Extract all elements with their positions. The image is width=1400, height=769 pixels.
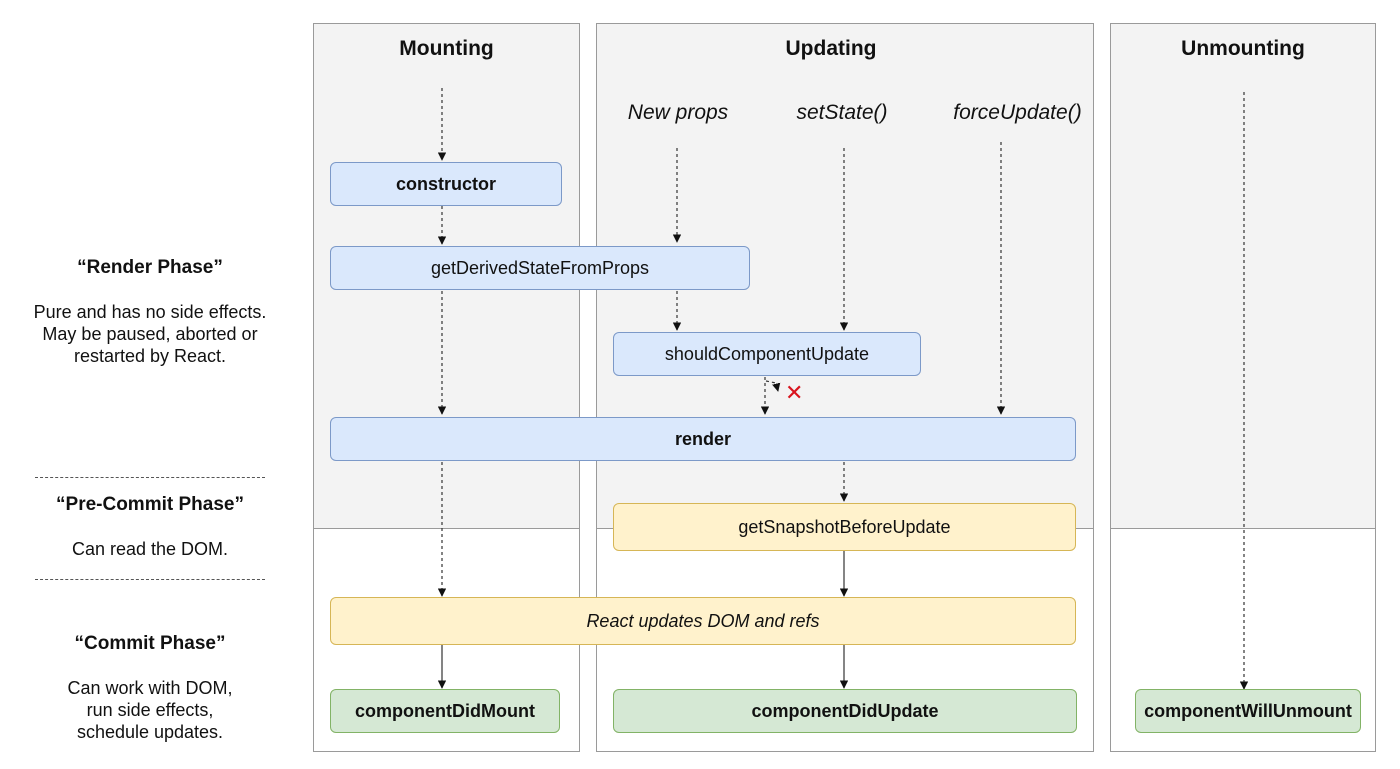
commit-phase-line: run side effects, bbox=[86, 700, 214, 720]
commit-phase-line: schedule updates. bbox=[76, 722, 224, 742]
render-phase-description: Pure and has no side effects. May be pau… bbox=[0, 301, 300, 367]
component-will-unmount-box: componentWillUnmount bbox=[1135, 689, 1361, 733]
constructor-box: constructor bbox=[330, 162, 562, 206]
render-phase-line: May be paused, aborted or bbox=[42, 324, 258, 344]
unmounting-title: Unmounting bbox=[1181, 37, 1305, 60]
component-did-update-box: componentDidUpdate bbox=[613, 689, 1077, 733]
component-did-mount-box: componentDidMount bbox=[330, 689, 560, 733]
arrow-scu-cancel bbox=[765, 380, 781, 392]
should-component-update-box: shouldComponentUpdate bbox=[613, 332, 921, 376]
render-phase-line: Pure and has no side effects. bbox=[33, 302, 267, 322]
pre-commit-phase-description: Can read the DOM. bbox=[0, 538, 300, 560]
render-phase-line: restarted by React. bbox=[73, 346, 227, 366]
updating-title: Updating bbox=[785, 37, 877, 60]
phase-divider bbox=[35, 477, 265, 478]
pre-commit-phase-title: “Pre-Commit Phase” bbox=[56, 494, 244, 515]
cancel-icon: ✕ bbox=[785, 380, 804, 405]
mounting-title: Mounting bbox=[399, 37, 494, 60]
commit-phase-line: Can work with DOM, bbox=[67, 678, 233, 698]
pre-commit-phase-line: Can read the DOM. bbox=[71, 539, 229, 559]
get-derived-state-from-props-box: getDerivedStateFromProps bbox=[330, 246, 750, 290]
trigger-new-props: New props bbox=[627, 101, 729, 124]
trigger-force-update: forceUpdate() bbox=[953, 101, 1082, 124]
render-phase-title: “Render Phase” bbox=[77, 257, 223, 278]
phase-divider bbox=[35, 579, 265, 580]
trigger-set-state: setState() bbox=[796, 101, 888, 124]
commit-phase-description: Can work with DOM, run side effects, sch… bbox=[0, 677, 300, 743]
unmounting-column bbox=[1110, 23, 1376, 529]
commit-phase-title: “Commit Phase” bbox=[74, 633, 226, 654]
render-box: render bbox=[330, 417, 1076, 461]
get-snapshot-before-update-box: getSnapshotBeforeUpdate bbox=[613, 503, 1076, 551]
react-updates-dom-box: React updates DOM and refs bbox=[330, 597, 1076, 645]
